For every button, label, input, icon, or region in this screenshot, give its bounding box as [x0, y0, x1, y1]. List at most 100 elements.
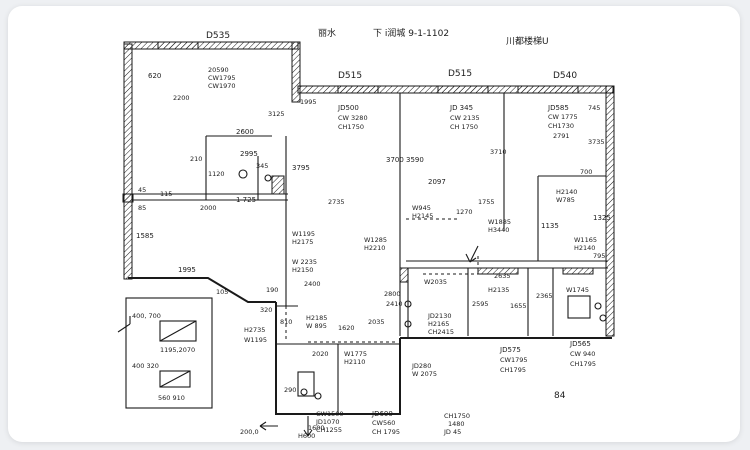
- dim-label: CH1255: [316, 426, 342, 434]
- dim-label: 20590: [208, 66, 229, 74]
- dim-label: JD 345: [449, 104, 473, 112]
- dim-label: 1 725: [236, 196, 256, 204]
- dim-label: 345: [256, 162, 268, 170]
- dim-label: CH2415: [428, 328, 454, 336]
- dim-label: H2110: [344, 358, 365, 366]
- dim-label: JD565: [569, 340, 591, 348]
- dim-label: 200,0: [240, 428, 259, 436]
- dim-label: 2735: [328, 198, 345, 206]
- dim-label: CW1795: [208, 74, 236, 82]
- dim-label: 105: [216, 288, 228, 296]
- interior-walls: [132, 93, 608, 414]
- dim-label: JD 45: [443, 428, 461, 436]
- dim-label: CH 1795: [372, 428, 400, 436]
- dim-label: 2791: [553, 132, 570, 140]
- dim-label: CW560: [372, 419, 395, 427]
- floor-plan-card: D535 丽水 下 i润城 9-1-1102 川都楼梯U D515 D515 D…: [8, 6, 740, 442]
- dim-label: W1775: [344, 350, 367, 358]
- dim-label: JD2130: [427, 312, 451, 320]
- dim-label: 1270: [456, 208, 473, 216]
- dim-label: 400 320: [132, 362, 159, 370]
- dim-label: JD600: [371, 410, 393, 418]
- dim-label: CH 1750: [450, 123, 478, 131]
- arrows: [259, 245, 479, 437]
- dim-label: H2735: [244, 326, 265, 334]
- dim-label: 45: [138, 186, 146, 194]
- dim-label: W 895: [306, 322, 327, 330]
- dim-label: H2185: [306, 314, 327, 322]
- dim-label: 1755: [478, 198, 495, 206]
- fixtures: [238, 169, 607, 400]
- dim-label: W1885: [488, 218, 511, 226]
- dim-label: 1995: [300, 98, 317, 106]
- dim-label: 3700: [386, 156, 404, 164]
- dim-label: CH1795: [570, 360, 596, 368]
- dim-label: 1135: [541, 222, 559, 230]
- dim-label: CH1750: [338, 123, 364, 131]
- dim-label: 700: [580, 168, 592, 176]
- header-labels: D535 丽水 下 i润城 9-1-1102 川都楼梯U: [206, 27, 549, 47]
- label-door-b: D515: [448, 69, 472, 79]
- dim-label: 2020: [312, 350, 329, 358]
- dim-label: 620: [148, 72, 161, 80]
- label-door-a: D515: [338, 71, 362, 81]
- dim-label: 3710: [490, 148, 507, 156]
- pillars: [122, 175, 594, 283]
- dim-label: CH1730: [548, 122, 574, 130]
- dim-label: H2140: [574, 244, 595, 252]
- dim-label: W1745: [566, 286, 589, 294]
- dim-label: CW1500: [316, 410, 344, 418]
- dim-label: JD1070: [315, 418, 339, 426]
- dim-label: H2210: [364, 244, 385, 252]
- dim-label: W945: [412, 204, 431, 212]
- dashed-openings: [285, 218, 479, 343]
- dim-label: 2635: [494, 272, 511, 280]
- dim-label: 2200: [173, 94, 190, 102]
- dim-label: W1285: [364, 236, 387, 244]
- dim-label: 1325: [593, 214, 611, 222]
- dim-label: 400, 700: [132, 312, 161, 320]
- floor-plan-drawing: D535 丽水 下 i润城 9-1-1102 川都楼梯U D515 D515 D…: [117, 27, 615, 440]
- wall-right: [605, 85, 615, 337]
- dim-label: H2165: [428, 320, 449, 328]
- top-openings: [157, 41, 579, 94]
- dim-label: 3735: [588, 138, 605, 146]
- dim-label: 1600: [308, 424, 325, 432]
- dim-label: 1655: [510, 302, 527, 310]
- dim-label: 210: [190, 155, 202, 163]
- dim-label: CH1795: [500, 366, 526, 374]
- label-d535: D535: [206, 31, 230, 41]
- dim-label: W1195: [292, 230, 315, 238]
- dim-label: 290: [284, 386, 296, 394]
- dim-label: 320: [260, 306, 272, 314]
- dim-label: 1120: [208, 170, 225, 178]
- address-note: 下 i润城 9-1-1102: [373, 27, 449, 39]
- dim-label: JD500: [337, 104, 359, 112]
- dim-label: CW1795: [500, 356, 528, 364]
- dim-label: 2995: [240, 150, 258, 158]
- dim-label: H2140: [556, 188, 577, 196]
- wall-top-left-right: [291, 41, 301, 103]
- dim-label: JD575: [499, 346, 521, 354]
- dim-label: JD585: [547, 104, 569, 112]
- dim-label: 115: [160, 190, 172, 198]
- dim-label: CW1970: [208, 82, 236, 90]
- dim-label: 745: [588, 104, 600, 112]
- dim-label: W1195: [244, 336, 267, 344]
- stair-note: 川都楼梯U: [506, 35, 549, 47]
- dim-label: 190: [266, 286, 278, 294]
- dim-label: 2365: [536, 292, 553, 300]
- dim-label: JD280: [411, 362, 431, 370]
- wall-bottom-left: [128, 277, 276, 303]
- dim-label: H2145: [412, 212, 433, 220]
- dim-label: CW 1775: [548, 113, 578, 121]
- dim-label: 795: [593, 252, 605, 260]
- dim-label: 560 910: [158, 394, 185, 402]
- dim-label: 2595: [472, 300, 489, 308]
- dim-label: H2175: [292, 238, 313, 246]
- dim-label: W 2235: [292, 258, 317, 266]
- dimension-labels: 620 20590 CW1795 CW1970 2200 3125 2600 2…: [132, 66, 611, 440]
- dim-label: H3440: [488, 226, 509, 234]
- dim-label: 2035: [368, 318, 385, 326]
- dim-label: 1995: [178, 266, 196, 274]
